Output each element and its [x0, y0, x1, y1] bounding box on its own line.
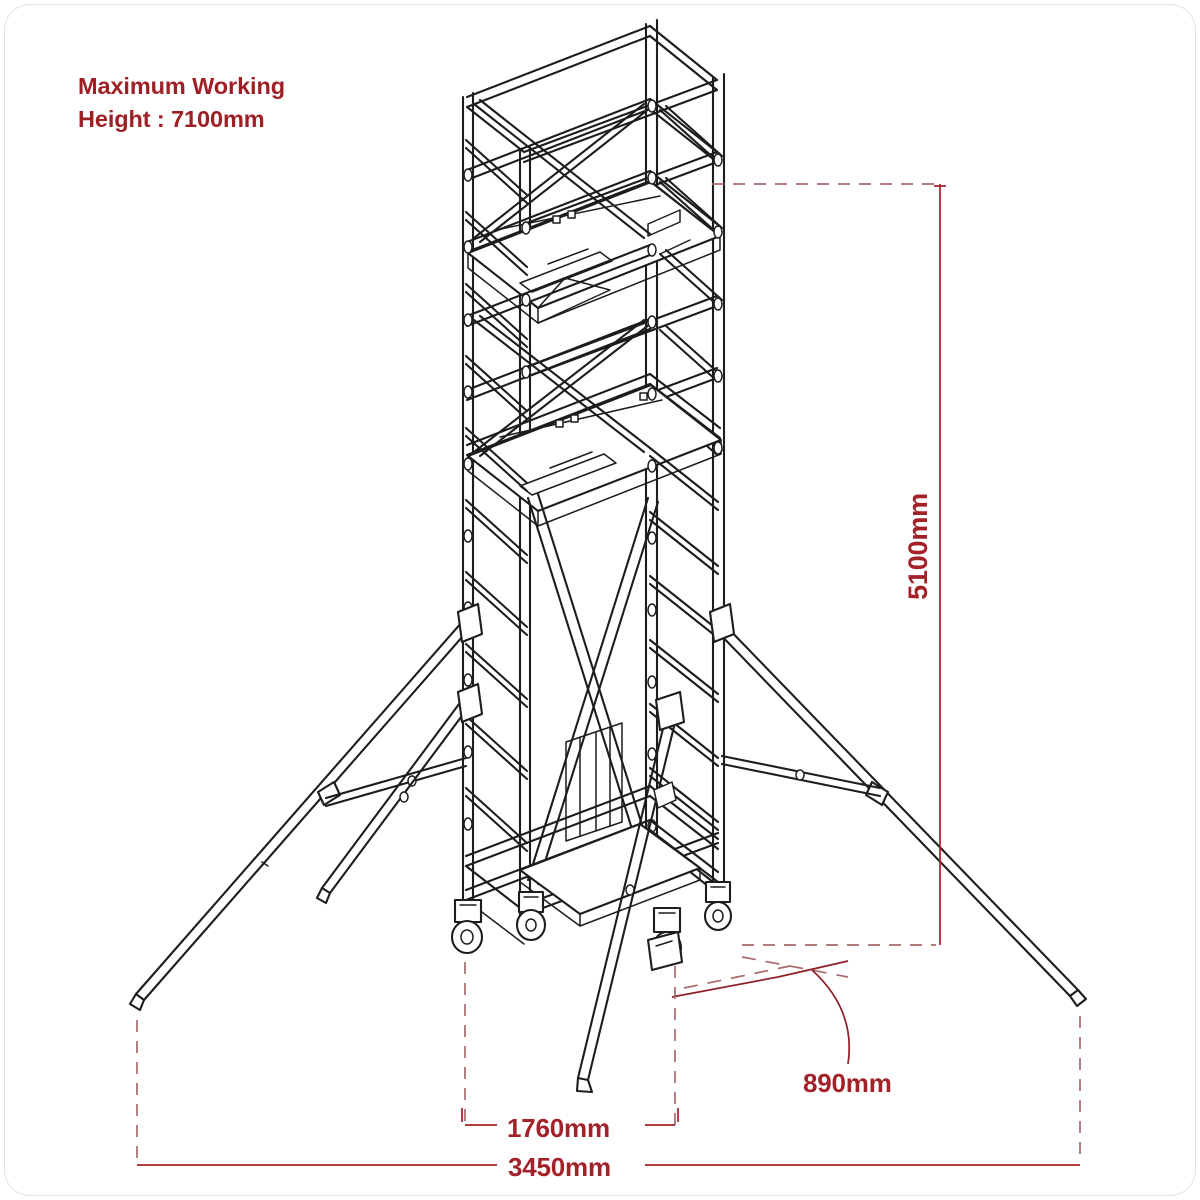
- mid-x-bracing: [472, 314, 652, 458]
- castor-wheel-rear-right: [703, 880, 733, 932]
- outrigger-clamps: [456, 602, 736, 972]
- scaffold-tower-structure: [128, 18, 1088, 1094]
- max-working-height-note: Maximum Working Height : 7100mm: [78, 73, 285, 133]
- outrigger-near-left: [315, 698, 472, 905]
- outrigger-far-left: [128, 620, 472, 1012]
- dimension-label-tower-width: 1760mm: [507, 1113, 610, 1143]
- dimension-label-platform-height: 5100mm: [903, 493, 933, 600]
- dimension-tower-width: [461, 962, 679, 1126]
- left-ladder-rungs: [464, 138, 529, 853]
- dimension-label-tower-depth: 890mm: [803, 1068, 892, 1098]
- standard-clamp-nodes: [463, 99, 723, 833]
- dimension-outrigger-span: [136, 1016, 1081, 1166]
- base-platform-deck: [518, 822, 702, 927]
- castor-wheel-front-left: [450, 898, 484, 955]
- upper-x-bracing: [472, 98, 652, 244]
- lower-toe-panel: [565, 722, 623, 842]
- outrigger-far-right: [712, 620, 1088, 1008]
- dimension-label-outrigger-span: 3450mm: [508, 1152, 611, 1182]
- dimension-platform-height: [712, 183, 946, 946]
- dimension-tower-depth: [671, 956, 851, 1065]
- lower-x-bracing: [526, 492, 660, 886]
- castor-wheel-rear-left: [515, 890, 547, 942]
- outrigger-near-right: [575, 706, 680, 1094]
